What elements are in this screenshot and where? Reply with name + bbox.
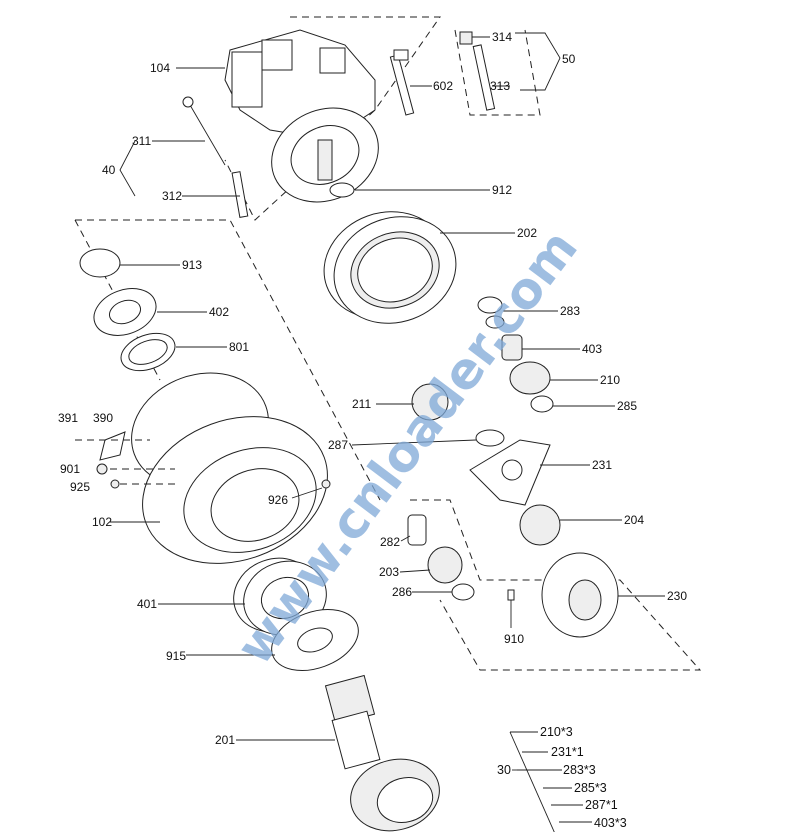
kit-item: 403*3 <box>594 816 627 830</box>
seal-801 <box>120 332 176 372</box>
label-285: 285 <box>617 399 637 413</box>
label-901: 901 <box>60 462 80 476</box>
shaft-201 <box>324 674 440 832</box>
plate-390 <box>99 431 126 461</box>
kit-item: 231*1 <box>551 745 584 759</box>
label-231: 231 <box>592 458 612 472</box>
label-104: 104 <box>150 61 170 75</box>
kit-item: 285*3 <box>574 781 607 795</box>
o-ring-912 <box>329 182 355 198</box>
label-925: 925 <box>70 480 90 494</box>
label-282: 282 <box>380 535 400 549</box>
label-391: 391 <box>58 411 78 425</box>
ring-gear-202 <box>323 211 457 324</box>
bearing-401 <box>233 557 327 636</box>
label-401: 401 <box>137 597 157 611</box>
kit-list: 30 210*3 231*1 283*3 285*3 287*1 403*3 <box>497 725 627 830</box>
hub-envelope <box>75 219 381 501</box>
leader-lines <box>110 32 665 832</box>
label-202: 202 <box>517 226 537 240</box>
label-390: 390 <box>93 411 113 425</box>
plug-901 <box>96 463 108 475</box>
dipstick-311-312 <box>182 96 249 218</box>
bearing-402 <box>93 288 157 336</box>
kit-item: 283*3 <box>563 763 596 777</box>
bolt-602 <box>389 49 415 116</box>
snap-ring-913 <box>79 248 121 278</box>
hub-102 <box>131 372 328 564</box>
planetary-parts <box>407 296 619 638</box>
label-40: 40 <box>102 163 116 177</box>
kit-item: 287*1 <box>585 798 618 812</box>
rod-envelope <box>454 29 541 116</box>
kit-item: 210*3 <box>540 725 573 739</box>
label-204: 204 <box>624 513 644 527</box>
label-203: 203 <box>379 565 399 579</box>
motor-104 <box>224 29 379 203</box>
label-910: 910 <box>504 632 524 646</box>
label-283: 283 <box>560 304 580 318</box>
label-403: 403 <box>582 342 602 356</box>
carrier-envelope <box>410 499 702 671</box>
label-912: 912 <box>492 183 512 197</box>
label-926: 926 <box>268 493 288 507</box>
label-913: 913 <box>182 258 202 272</box>
label-50: 50 <box>562 52 576 66</box>
label-210: 210 <box>600 373 620 387</box>
label-915: 915 <box>166 649 186 663</box>
label-402: 402 <box>209 305 229 319</box>
label-201: 201 <box>215 733 235 747</box>
kit-group-label: 30 <box>497 763 511 777</box>
label-286: 286 <box>392 585 412 599</box>
label-311: 311 <box>132 134 151 148</box>
plug-925 <box>110 479 120 489</box>
rod-313-cap-314 <box>459 31 496 111</box>
plug-926 <box>321 479 331 489</box>
label-314: 314 <box>492 30 512 44</box>
label-211: 211 <box>352 397 371 411</box>
label-287: 287 <box>328 438 348 452</box>
label-102: 102 <box>92 515 112 529</box>
label-313: 313 <box>490 79 510 93</box>
part-labels: 104 314 313 50 602 311 40 312 912 202 91… <box>58 30 687 747</box>
label-230: 230 <box>667 589 687 603</box>
label-602: 602 <box>433 79 453 93</box>
label-801: 801 <box>229 340 249 354</box>
label-312: 312 <box>162 189 182 203</box>
